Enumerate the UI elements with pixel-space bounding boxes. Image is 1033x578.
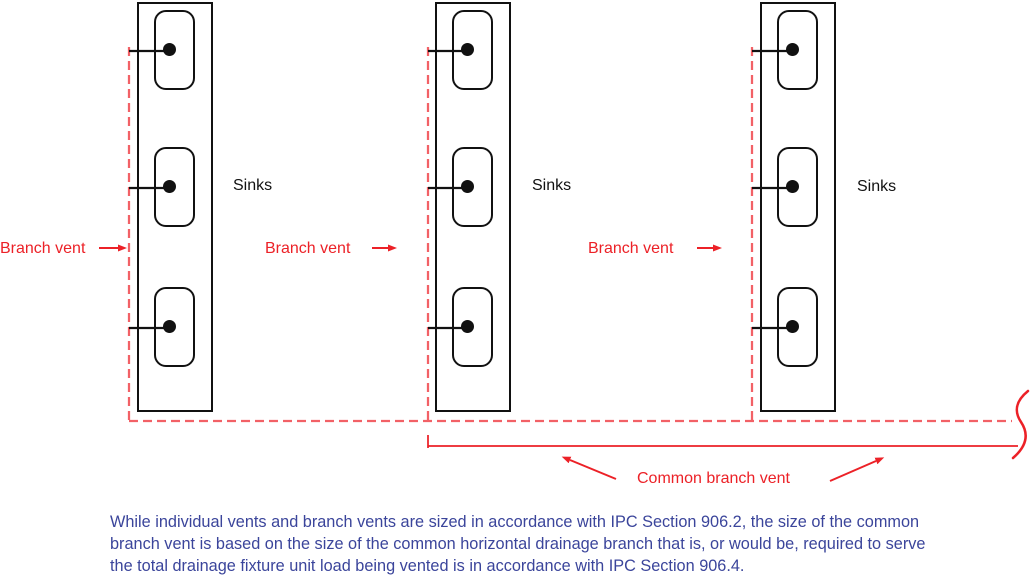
caption-line-2: branch vent is based on the size of the … <box>110 535 926 553</box>
sink-basin <box>452 10 493 90</box>
branch-vent-label-1: Branch vent <box>0 240 86 257</box>
pipe-break-squiggle-icon <box>1011 389 1030 460</box>
drain-outlet-dot <box>786 320 799 333</box>
common-branch-vent-label: Common branch vent <box>637 470 790 487</box>
branch-vent-label-3: Branch vent <box>588 240 674 257</box>
sink-bank-3 <box>760 2 836 412</box>
drain-outlet-dot <box>163 43 176 56</box>
branch-vent-label-2: Branch vent <box>265 240 351 257</box>
sink-bank-2 <box>435 2 511 412</box>
sink-basin <box>154 147 195 227</box>
common-vent-arrow-left <box>561 456 617 480</box>
drain-outlet-dot <box>461 180 474 193</box>
caption-line-1: While individual vents and branch vents … <box>110 513 920 531</box>
caption-paragraph: While individual vents and branch vents … <box>110 511 925 577</box>
sink-basin <box>777 147 818 227</box>
sink-bank-1 <box>137 2 213 412</box>
sink-basin <box>154 10 195 90</box>
sinks-label-3: Sinks <box>857 178 897 195</box>
sink-basin <box>777 287 818 367</box>
sink-basin <box>154 287 195 367</box>
sink-basin <box>777 10 818 90</box>
drain-outlet-dot <box>461 43 474 56</box>
drain-outlet-dot <box>786 43 799 56</box>
sink-basin <box>452 287 493 367</box>
drain-outlet-dot <box>786 180 799 193</box>
sink-basin <box>452 147 493 227</box>
drain-outlet-dot <box>461 320 474 333</box>
caption-line-3: the total drainage fixture unit load bei… <box>110 557 745 575</box>
drain-outlet-dot <box>163 320 176 333</box>
sinks-label-2: Sinks <box>532 177 572 194</box>
common-vent-arrow-right <box>829 457 885 482</box>
sinks-label-1: Sinks <box>233 177 273 194</box>
drain-outlet-dot <box>163 180 176 193</box>
